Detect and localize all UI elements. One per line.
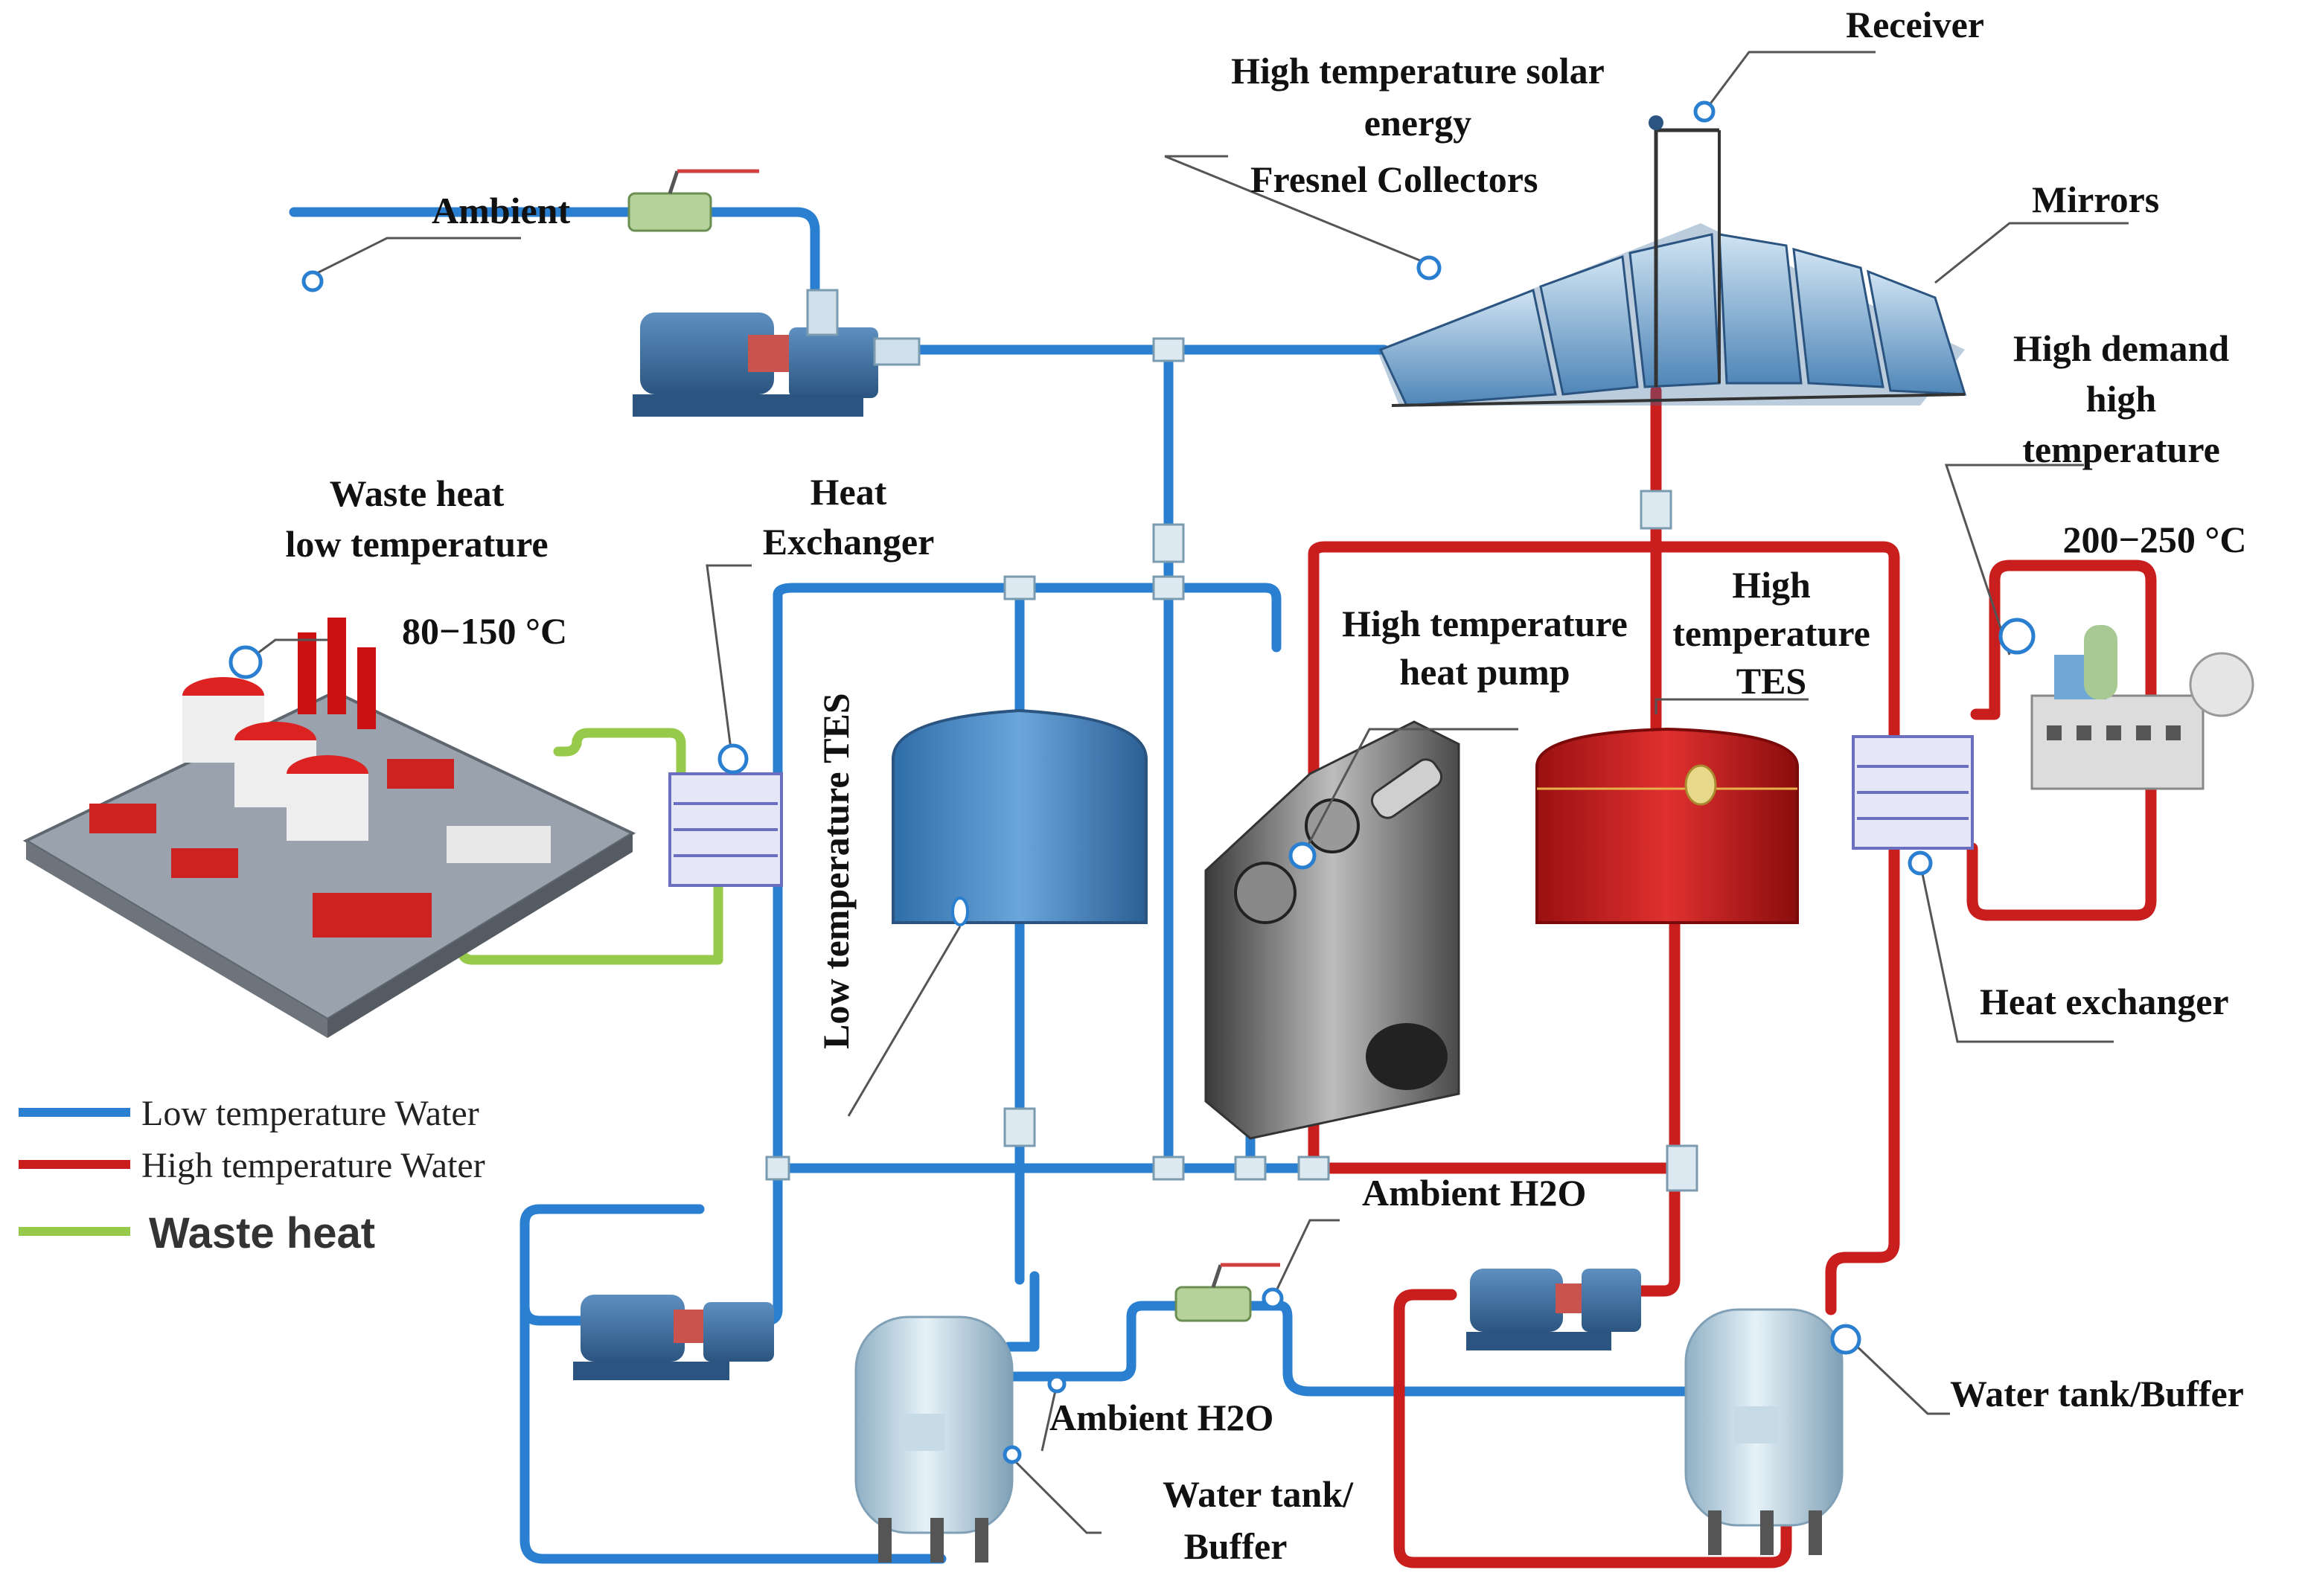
legend-high-temp: High temperature Water: [141, 1146, 485, 1185]
right-pump: [1466, 1269, 1641, 1350]
label-high-temp-solar-1: High temperature solar: [1231, 50, 1605, 92]
label-waste-heat-2: low temperature: [285, 523, 548, 565]
label-ht-tes-1: High: [1732, 564, 1811, 606]
label-high-demand-1: High demand: [2013, 327, 2230, 369]
ambient-h2o-valve: [1174, 1263, 1280, 1322]
label-ht-heat-pump-1: High temperature: [1342, 603, 1628, 644]
high-temperature-tes-tank: [1535, 727, 1799, 924]
label-water-tank-right: Water tank/Buffer: [1950, 1373, 2244, 1414]
label-water-tank-left-1: Water tank/: [1163, 1473, 1354, 1515]
fresnel-collector-field: [1377, 115, 1967, 407]
label-ht-tes-3: TES: [1736, 660, 1807, 702]
industrial-plant-illustration: [22, 618, 636, 1038]
label-fresnel-collectors: Fresnel Collectors: [1250, 158, 1538, 200]
label-high-demand-range: 200−250 °C: [2062, 519, 2246, 560]
low-temperature-tes-tank: [892, 708, 1148, 926]
label-ht-heat-pump-2: heat pump: [1399, 651, 1570, 693]
left-heat-exchanger: [668, 772, 783, 887]
label-low-temperature-tes: Low temperature TES: [815, 693, 857, 1049]
labels: Receiver High temperature solar energy F…: [285, 4, 2246, 1567]
high-temperature-heat-pump: [1204, 720, 1460, 1140]
legend-waste-heat: Waste heat: [149, 1209, 375, 1257]
legend-low-temp: Low temperature Water: [141, 1094, 479, 1133]
label-waste-range: 80−150 °C: [402, 610, 567, 652]
label-waste-heat-1: Waste heat: [330, 472, 505, 514]
label-high-demand-3: temperature: [2022, 429, 2220, 470]
label-high-demand-2: high: [2086, 378, 2157, 420]
pipe-fittings: [765, 337, 1698, 1192]
label-heat-exchanger-right: Heat exchanger: [1980, 981, 2229, 1022]
top-pump: [633, 289, 921, 417]
high-demand-factory-illustration: [2030, 625, 2254, 790]
label-receiver: Receiver: [1846, 4, 1984, 45]
label-ambient: Ambient: [432, 190, 570, 231]
label-ambient-h2o-bottom: Ambient H2O: [1049, 1397, 1273, 1438]
label-high-temp-solar-2: energy: [1364, 102, 1471, 144]
right-heat-exchanger: [1852, 735, 1974, 850]
left-pump: [573, 1295, 774, 1380]
right-water-buffer-tank: [1684, 1308, 1844, 1555]
ambient-valve: [627, 169, 759, 232]
label-heat-exchanger-left-1: Heat: [811, 471, 887, 513]
label-mirrors: Mirrors: [2032, 179, 2159, 220]
label-heat-exchanger-left-2: Exchanger: [763, 521, 935, 563]
leader-lines: [228, 51, 2129, 1534]
label-ambient-h2o-top: Ambient H2O: [1362, 1172, 1586, 1214]
label-ht-tes-2: temperature: [1672, 612, 1870, 654]
legend: Low temperature Water High temperature W…: [19, 1094, 485, 1257]
label-water-tank-left-2: Buffer: [1184, 1525, 1288, 1567]
left-water-buffer-tank: [854, 1315, 1014, 1563]
